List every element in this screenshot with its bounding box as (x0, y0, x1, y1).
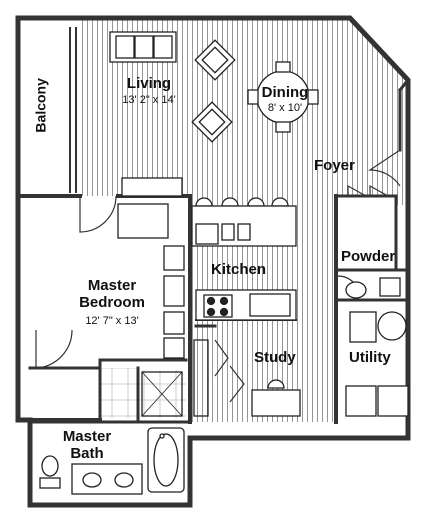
room-size-master-bedroom: 12' 7" x 13' (85, 315, 139, 327)
nightstand (163, 245, 185, 271)
dining-chair (275, 61, 291, 73)
room-label-master-bath-line1: Master (62, 428, 112, 445)
dining-chair (247, 89, 259, 105)
chair (163, 337, 185, 359)
room-label-utility: Utility (349, 349, 391, 366)
tub-basin (153, 433, 179, 487)
bar-stool (221, 197, 239, 207)
study-bifold-doors (214, 339, 245, 403)
living-chair-bottom (191, 101, 233, 143)
water-heater (349, 311, 377, 343)
bedroom-door (79, 195, 117, 233)
room-label-master-bath-line2: Bath (70, 445, 104, 462)
sink-bowl (237, 223, 251, 241)
dining-chair (275, 121, 291, 133)
powder-sink (379, 277, 401, 297)
bed-headboard (117, 203, 169, 239)
powder-toilet (345, 281, 367, 299)
tv-console (121, 177, 183, 197)
sink-bowl (221, 223, 235, 241)
living-chair-top (194, 39, 236, 81)
room-label-kitchen: Kitchen (211, 261, 267, 278)
nightstand (163, 311, 185, 335)
room-label-master-bedroom-line2: Bedroom (79, 294, 145, 311)
room-size-living: 13' 2" x 14' (122, 94, 176, 106)
study-shelf (193, 339, 209, 417)
room-label-living: Living (126, 75, 172, 92)
bar-stool (195, 197, 213, 207)
study-desk (251, 389, 301, 417)
entry-door (368, 149, 401, 187)
room-label-study: Study (254, 349, 296, 366)
bath-tile (100, 368, 138, 418)
closet-door (35, 329, 73, 369)
dresser (163, 275, 185, 307)
utility-tank (377, 311, 407, 341)
foyer-closet-doors (347, 184, 389, 197)
bar-stool (271, 197, 289, 207)
room-label-dining: Dining (261, 84, 309, 101)
room-label-balcony: Balcony (32, 78, 49, 133)
sofa-cushion (134, 35, 154, 59)
dining-chair (307, 89, 319, 105)
room-label-master-bedroom-line1: Master (87, 277, 137, 294)
dishwasher (195, 223, 219, 245)
study-chair (267, 379, 285, 389)
room-size-dining: 8' x 10' (267, 102, 303, 114)
vanity-sink (82, 472, 102, 488)
fridge (249, 293, 291, 317)
dryer (377, 385, 409, 417)
washer (345, 385, 377, 417)
bar-stool (247, 197, 265, 207)
room-label-foyer: Foyer (314, 157, 355, 174)
sofa-cushion (115, 35, 135, 59)
sofa-cushion (153, 35, 173, 59)
furniture (39, 31, 409, 495)
vanity-sink (114, 472, 134, 488)
toilet (41, 455, 59, 477)
shower (141, 371, 183, 417)
room-label-powder: Powder (341, 248, 396, 265)
toilet-tank (39, 477, 61, 489)
